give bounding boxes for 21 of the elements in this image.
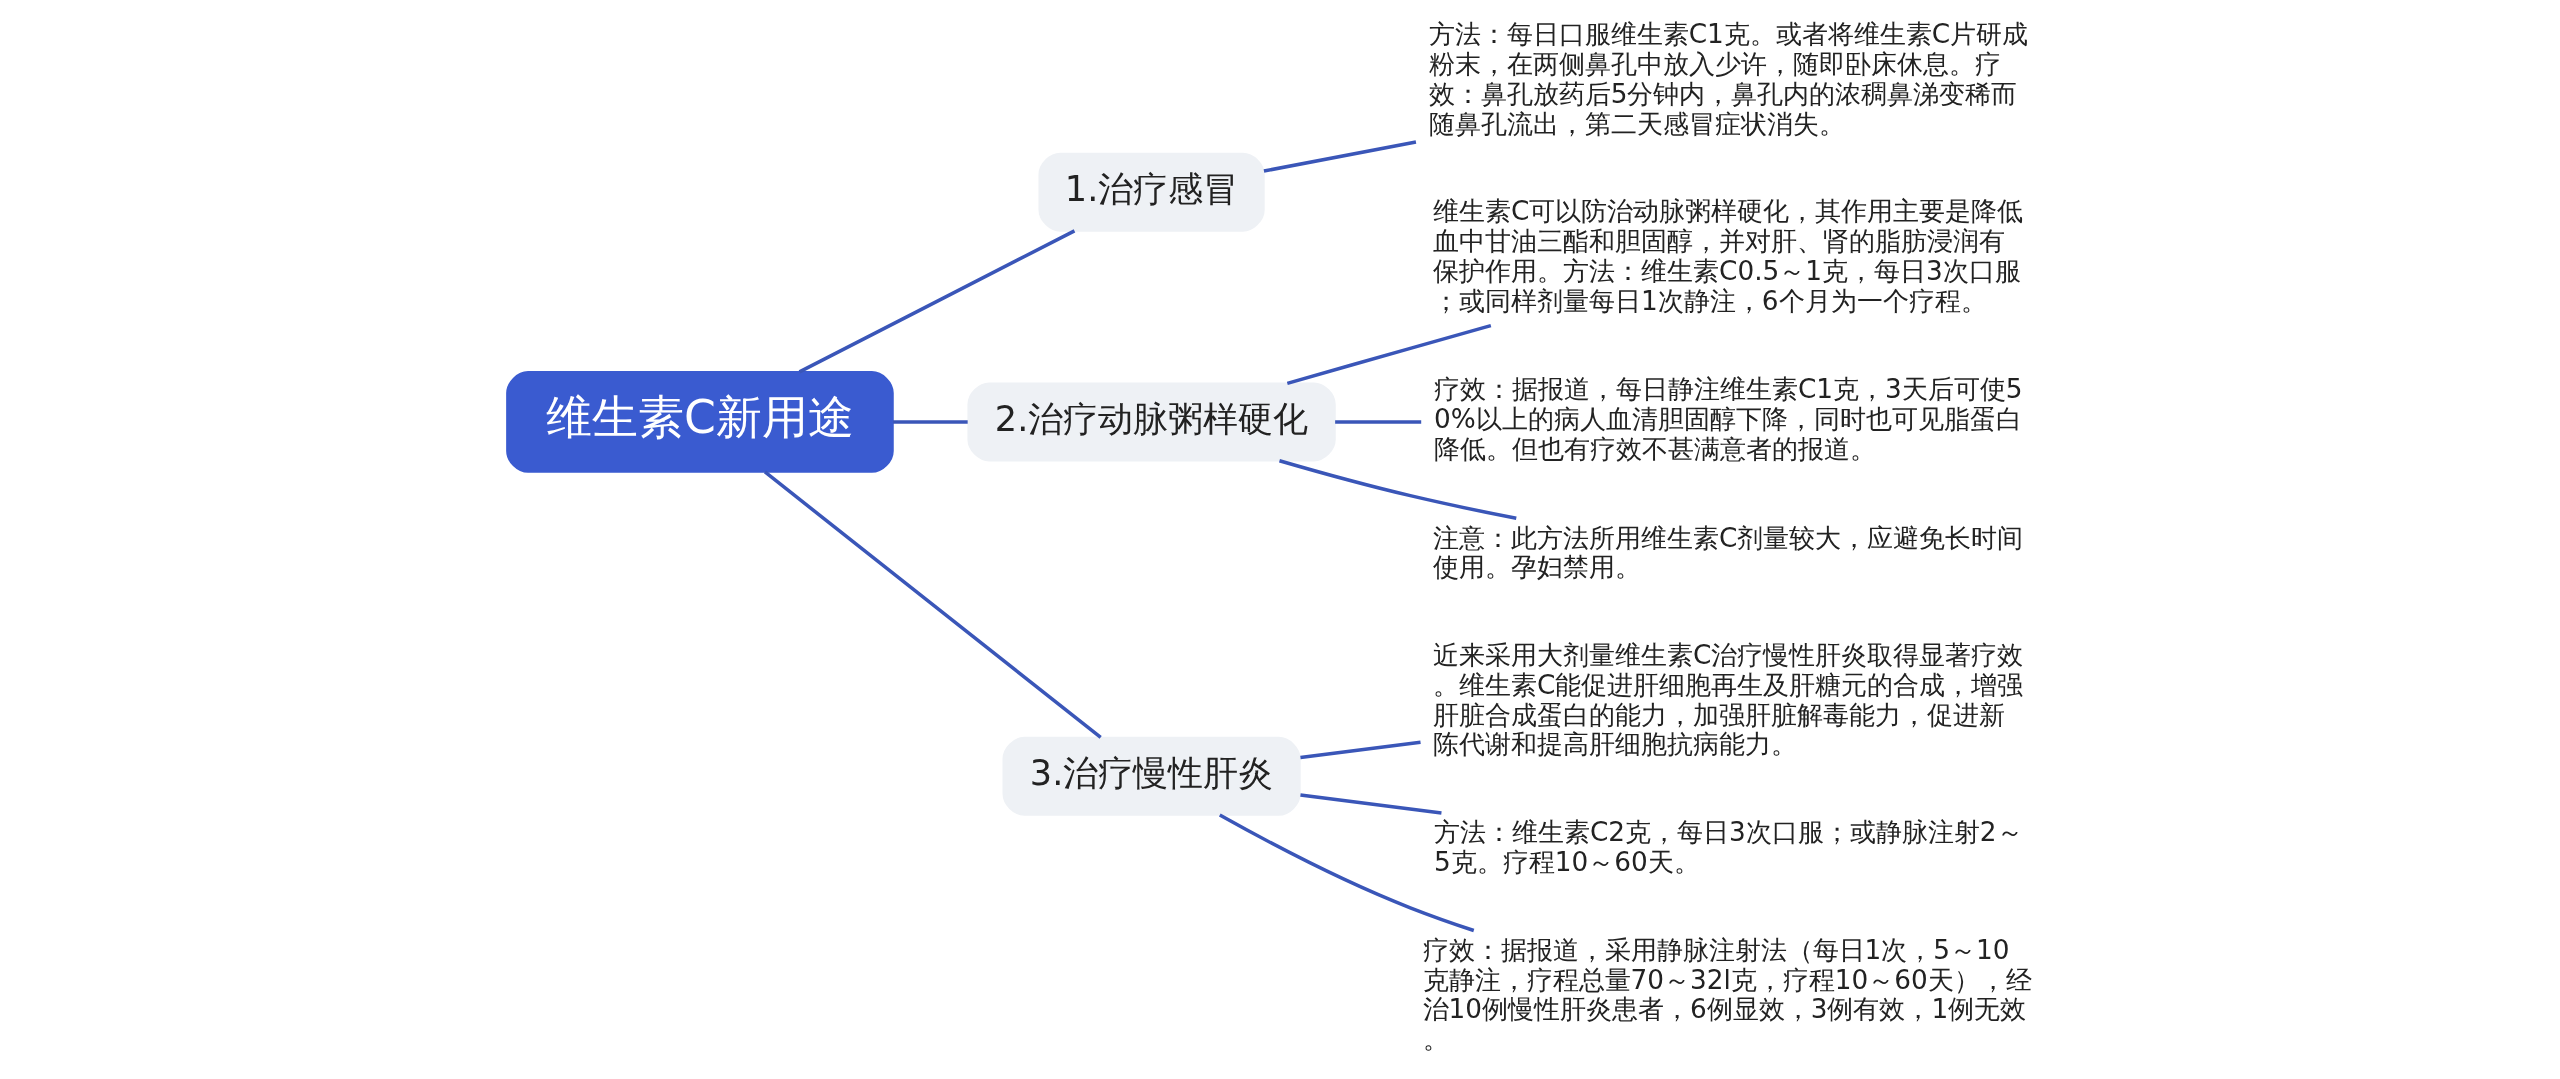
connector bbox=[1278, 459, 1517, 521]
connector bbox=[1218, 813, 1474, 933]
node-text: 疗效：据报道，采用静脉注射法（每日1次，5～10克静注，疗程总量70～32l克，疗程10～60天），经治10例慢性肝炎患者，6例显效，3例有效，1例无效。 bbox=[1422, 934, 2032, 1055]
connector bbox=[1263, 140, 1416, 173]
connector bbox=[763, 470, 1102, 739]
node-box: 1.治疗感冒 bbox=[1037, 152, 1265, 232]
node-box: 维生素C新用途 bbox=[505, 371, 894, 473]
node-text: 方法：每日口服维生素C1克。或者将维生素C片研成粉末，在两侧鼻孔中放入少许，随即卧床休息。疗效：鼻孔放药后5分钟内，鼻孔内的浓稠鼻涕变稀而随鼻孔流出，第二天感冒症状消失。 bbox=[1428, 19, 2028, 139]
connector bbox=[1286, 323, 1491, 386]
node-text: 维生素C可以防治动脉粥样硬化，其作用主要是降低血中甘油三酯和胆固醇，并对肝、肾的脂肪浸润有保护作用。方法：维生素C0.5～1克，每日3次口服；或同样剂量每日1次静注，6个月为一个疗程。 bbox=[1432, 196, 2023, 316]
connector bbox=[798, 229, 1075, 374]
connector bbox=[1299, 740, 1421, 760]
node-text: 疗效：据报道，每日静注维生素C1克，3天后可使50%以上的病人血清胆固醇下降，同时也可见脂蛋白降低。但也有疗效不甚满意者的报道。 bbox=[1433, 374, 2023, 464]
node-box: 2.治疗动脉粥样硬化 bbox=[966, 382, 1336, 462]
connector bbox=[892, 420, 968, 424]
connector bbox=[1299, 793, 1442, 815]
node-box: 3.治疗慢性肝炎 bbox=[1002, 736, 1301, 816]
connector bbox=[1334, 420, 1421, 424]
node-text: 方法：维生素C2克，每日3次口服；或静脉注射2～5克。疗程10～60天。 bbox=[1433, 817, 2023, 877]
node-text: 近来采用大剂量维生素C治疗慢性肝炎取得显著疗效。维生素C能促进肝细胞再生及肝糖元的合成，增强肝脏合成蛋白的能力，加强肝脏解毒能力，促进新陈代谢和提高肝细胞抗病能力。 bbox=[1432, 640, 2023, 760]
node-text: 注意：此方法所用维生素C剂量较大，应避免长时间使用。孕妇禁用。 bbox=[1432, 522, 2023, 583]
